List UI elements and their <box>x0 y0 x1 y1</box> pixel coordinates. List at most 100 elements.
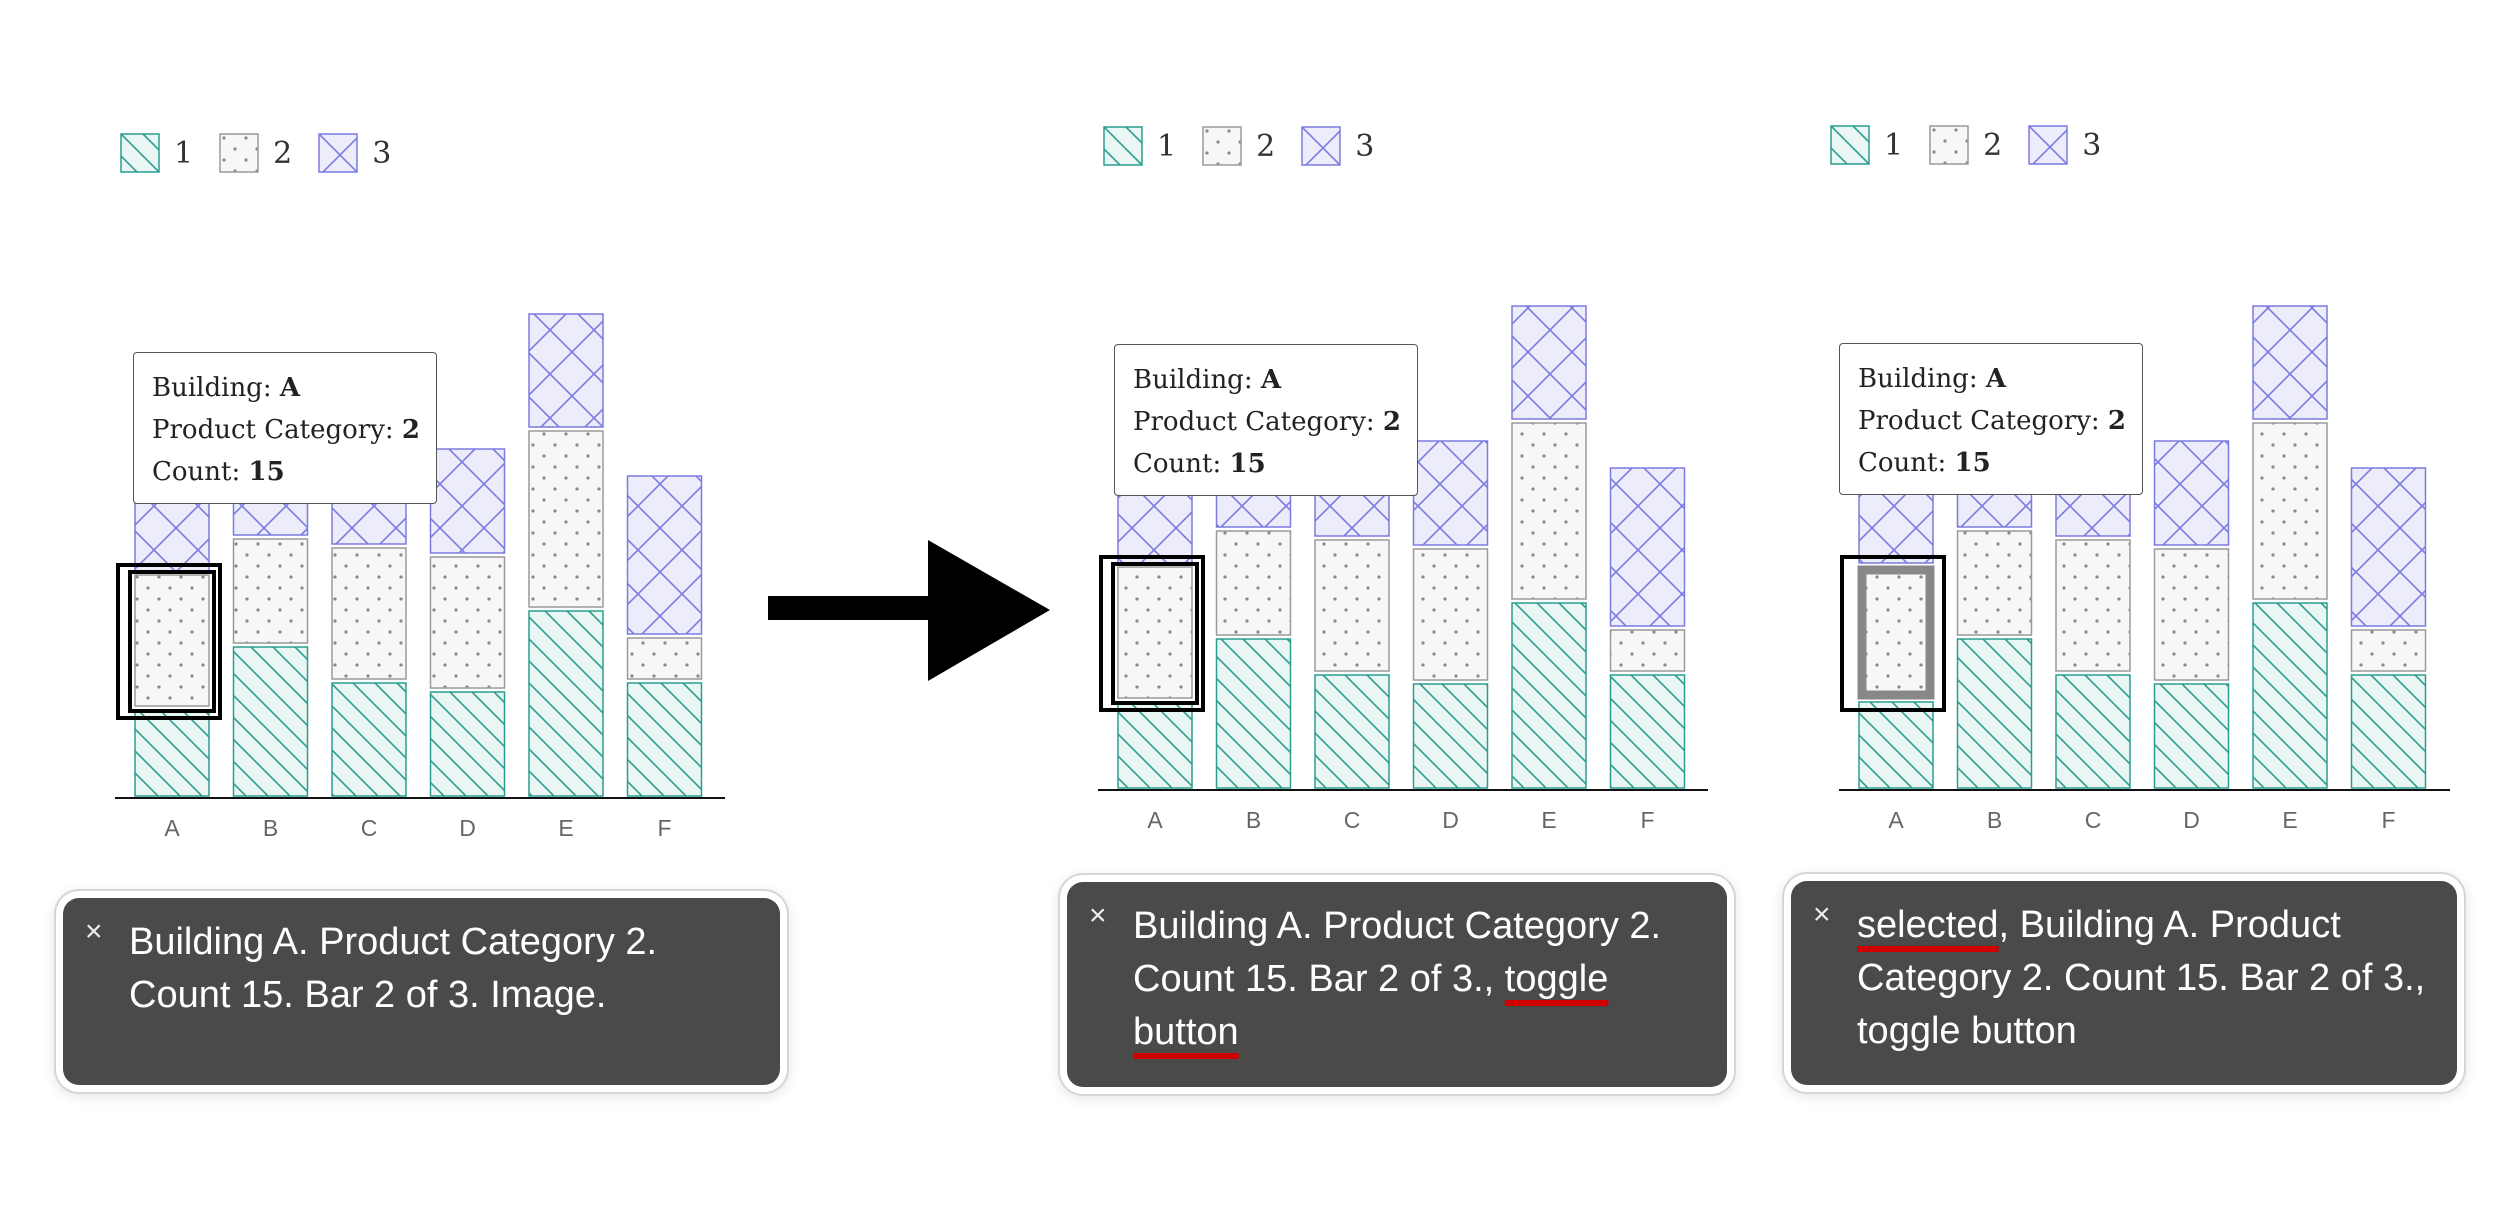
x-tick-label: F <box>1640 807 1654 833</box>
legend-item-1[interactable]: 1 <box>120 133 193 173</box>
bar-A-series-1[interactable] <box>134 709 210 797</box>
x-tick-label: A <box>1888 807 1904 833</box>
bar-D-series-1[interactable] <box>1412 683 1489 789</box>
hatch-swatch-icon <box>1103 126 1143 166</box>
bar-F-series-1[interactable] <box>626 682 703 797</box>
bar-F-series-1[interactable] <box>1609 674 1686 789</box>
bar-F-series-2[interactable] <box>1609 629 1686 672</box>
bar-F-series-3[interactable] <box>2350 467 2427 627</box>
bar-A-series-3[interactable] <box>1117 485 1193 564</box>
dots-swatch-icon <box>219 133 259 173</box>
selected-indicator <box>1857 565 1935 700</box>
x-tick-label: A <box>164 815 180 841</box>
bar-E-series-1[interactable] <box>528 610 604 797</box>
bar-tooltip: Building: A Product Category: 2 Count: 1… <box>1839 343 2144 495</box>
legend-item-1[interactable]: 1 <box>1103 126 1176 166</box>
x-tick-label: D <box>2183 807 2200 833</box>
bar-A-series-3[interactable] <box>1858 485 1934 564</box>
bar-C-series-2[interactable] <box>1314 539 1390 672</box>
bar-F-series-1[interactable] <box>2350 674 2427 789</box>
bar-B-series-2[interactable] <box>1215 530 1292 636</box>
bar-C-series-2[interactable] <box>2055 539 2131 672</box>
bar-A-series-2[interactable] <box>134 574 210 707</box>
legend-label: 3 <box>372 135 392 171</box>
sr-text-underlined: toggle button <box>1133 958 1609 1053</box>
bar-C-series-2[interactable] <box>331 547 407 680</box>
tooltip-count: Count: 15 <box>1133 449 1266 479</box>
bar-A-series-3[interactable] <box>134 493 210 572</box>
legend-label: 2 <box>1983 127 2003 163</box>
crosshatch-swatch-icon <box>318 133 358 173</box>
x-tick-label: A <box>1147 807 1163 833</box>
close-icon[interactable]: × <box>1813 898 1831 931</box>
dots-swatch-icon <box>1929 125 1969 165</box>
bar-D-series-3[interactable] <box>429 448 506 554</box>
screen-reader-output: × Building A. Product Category 2. Count … <box>63 898 780 1085</box>
close-icon[interactable]: × <box>1089 899 1107 932</box>
legend-label: 3 <box>1355 128 1375 164</box>
x-tick-label: F <box>2381 807 2395 833</box>
bar-C-series-1[interactable] <box>331 682 407 797</box>
bar-D-series-3[interactable] <box>2153 440 2230 546</box>
sr-text-before: Building A. Product Category 2. Count 15… <box>1133 905 1662 1000</box>
x-tick-label: F <box>657 815 671 841</box>
sr-text-before: Building A. Product Category 2. Count 15… <box>129 921 658 1016</box>
bar-E-series-1[interactable] <box>1511 602 1587 789</box>
legend-item-3[interactable]: 3 <box>1301 126 1374 166</box>
bar-B-series-2[interactable] <box>232 538 309 644</box>
tooltip-building: Building: A <box>1858 364 2007 394</box>
legend-label: 2 <box>273 135 293 171</box>
focus-ring <box>1840 555 1946 712</box>
bar-E-series-2[interactable] <box>1511 422 1587 600</box>
bar-D-series-2[interactable] <box>429 556 506 689</box>
legend-item-2[interactable]: 2 <box>219 133 292 173</box>
bar-E-series-3[interactable] <box>2252 305 2328 420</box>
legend-item-1[interactable]: 1 <box>1830 125 1903 165</box>
bar-E-series-1[interactable] <box>2252 602 2328 789</box>
hatch-swatch-icon <box>120 133 160 173</box>
bar-F-series-2[interactable] <box>626 637 703 680</box>
bar-A-series-2[interactable] <box>1117 566 1193 699</box>
legend-label: 2 <box>1256 128 1276 164</box>
bar-F-series-3[interactable] <box>626 475 703 635</box>
bar-B-series-1[interactable] <box>232 646 309 797</box>
bar-F-series-2[interactable] <box>2350 629 2427 672</box>
bar-A-series-1[interactable] <box>1858 701 1934 789</box>
bar-C-series-1[interactable] <box>1314 674 1390 789</box>
legend-label: 1 <box>1884 127 1904 163</box>
bar-B-series-1[interactable] <box>1215 638 1292 789</box>
legend-item-2[interactable]: 2 <box>1929 125 2002 165</box>
x-tick-label: B <box>1987 807 2002 833</box>
bar-D-series-2[interactable] <box>2153 548 2230 681</box>
bar-B-series-1[interactable] <box>1956 638 2033 789</box>
bar-B-series-2[interactable] <box>1956 530 2033 636</box>
close-icon[interactable]: × <box>85 915 103 948</box>
legend: 1 2 3 <box>120 133 417 173</box>
legend-item-3[interactable]: 3 <box>318 133 391 173</box>
x-tick-label: E <box>1541 807 1556 833</box>
focus-ring <box>116 563 222 720</box>
bar-E-series-3[interactable] <box>528 313 604 428</box>
bar-E-series-2[interactable] <box>528 430 604 608</box>
bar-E-series-2[interactable] <box>2252 422 2328 600</box>
x-tick-label: B <box>1246 807 1261 833</box>
tooltip-count: Count: 15 <box>1858 448 1991 478</box>
bar-E-series-3[interactable] <box>1511 305 1587 420</box>
bar-A-series-1[interactable] <box>1117 701 1193 789</box>
bar-D-series-1[interactable] <box>429 691 506 797</box>
tooltip-count: Count: 15 <box>152 457 285 487</box>
bar-D-series-2[interactable] <box>1412 548 1489 681</box>
bar-F-series-3[interactable] <box>1609 467 1686 627</box>
inner-focus-ring <box>1111 562 1199 705</box>
bar-C-series-1[interactable] <box>2055 674 2131 789</box>
tooltip-building: Building: A <box>152 373 301 403</box>
dots-swatch-icon <box>1202 126 1242 166</box>
legend-item-3[interactable]: 3 <box>2028 125 2101 165</box>
bar-A-series-2[interactable] <box>1858 566 1934 699</box>
legend-label: 1 <box>1157 128 1177 164</box>
bar-D-series-1[interactable] <box>2153 683 2230 789</box>
bar-D-series-3[interactable] <box>1412 440 1489 546</box>
legend-item-2[interactable]: 2 <box>1202 126 1275 166</box>
